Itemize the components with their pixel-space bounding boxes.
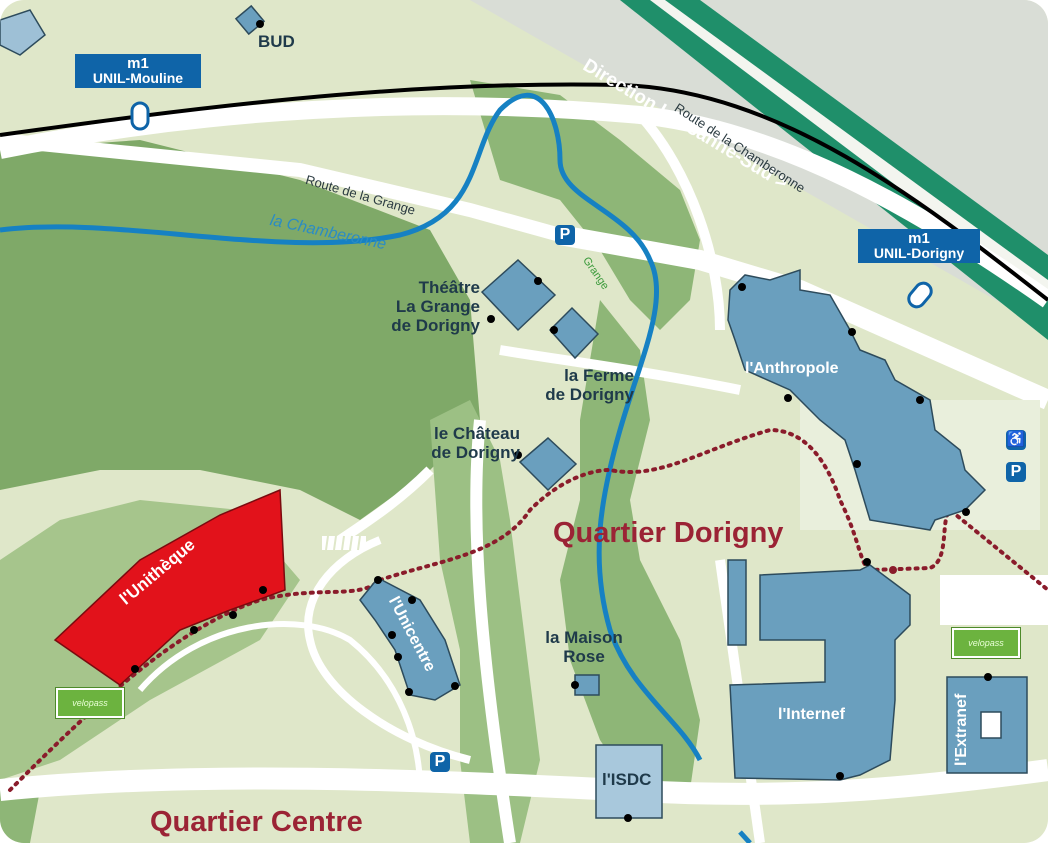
- building-isdc: [595, 744, 663, 819]
- label-isdc: l'ISDC: [602, 770, 652, 789]
- building-ferme: [548, 306, 600, 360]
- label-line: le Château: [434, 424, 520, 443]
- label-quartier-dorigny: Quartier Dorigny: [553, 517, 784, 549]
- label-line: de Dorigny: [391, 316, 480, 335]
- velopass-station[interactable]: velopass: [952, 628, 1020, 658]
- walking-path: [8, 427, 1048, 792]
- station-line: m1: [908, 230, 930, 247]
- metro-stop-mouline: [130, 101, 150, 131]
- label-chateau: le Château de Dorigny: [400, 424, 520, 462]
- label-quartier-centre: Quartier Centre: [150, 806, 363, 838]
- label-line: la Ferme: [564, 366, 634, 385]
- building-unicentre: [359, 577, 461, 701]
- path-ferme: [499, 345, 741, 395]
- label-line: Rose: [563, 647, 605, 666]
- building-corner: [0, 9, 46, 56]
- label-bud: BUD: [258, 32, 295, 51]
- road-grange: [0, 133, 562, 242]
- station-name: UNIL-Mouline: [92, 70, 184, 86]
- parking-icon[interactable]: P: [1006, 462, 1026, 482]
- path-unitheque: [137, 621, 423, 791]
- label-theatre: Théâtre La Grange de Dorigny: [360, 278, 480, 335]
- path-chateau: [337, 466, 434, 545]
- accessible-parking-icon[interactable]: ♿: [1006, 430, 1026, 450]
- label-line: de Dorigny: [431, 443, 520, 462]
- parking-icon[interactable]: P: [555, 225, 575, 245]
- road-main: [0, 97, 1048, 308]
- building-unitheque: [53, 488, 286, 686]
- extranef-courtyard: [980, 711, 1002, 739]
- entrance-dots: [131, 20, 992, 822]
- station-name: UNIL-Dorigny: [873, 245, 965, 261]
- building-bud: [234, 4, 266, 36]
- road-link: [636, 111, 725, 331]
- label-line: la Maison: [545, 628, 623, 647]
- velopass-station[interactable]: velopass: [56, 688, 124, 718]
- road-east: [558, 225, 1048, 410]
- label-ferme: la Ferme de Dorigny: [520, 366, 634, 404]
- river-chamberonne: [0, 92, 703, 762]
- parking-icon[interactable]: P: [430, 752, 450, 772]
- stairs-lines: [325, 535, 361, 551]
- path-central: [470, 419, 516, 843]
- label-extranef: l'Extranef: [953, 693, 970, 766]
- forest-north: [470, 80, 700, 330]
- label-anthropole: l'Anthropole: [745, 360, 839, 377]
- path-loop: [304, 536, 471, 764]
- building-anthropole: [727, 268, 987, 531]
- station-unil-dorigny[interactable]: m1 UNIL-Dorigny: [858, 229, 980, 263]
- label-line: de Dorigny: [545, 385, 634, 404]
- forest-west: [0, 140, 480, 520]
- station-unil-mouline[interactable]: m1 UNIL-Mouline: [75, 54, 201, 88]
- label-internef: l'Internef: [778, 706, 845, 723]
- building-annex: [727, 559, 747, 646]
- river-south: [738, 830, 752, 843]
- building-internef: [729, 564, 911, 781]
- building-theatre: [480, 258, 557, 332]
- label-maison-rose: la Maison Rose: [530, 628, 638, 666]
- station-line: m1: [127, 55, 149, 72]
- building-chateau: [518, 436, 578, 492]
- label-line: Théâtre: [418, 278, 480, 297]
- metro-stop-dorigny: [907, 281, 933, 309]
- metro-line: [0, 82, 1048, 302]
- label-line: La Grange: [395, 297, 480, 316]
